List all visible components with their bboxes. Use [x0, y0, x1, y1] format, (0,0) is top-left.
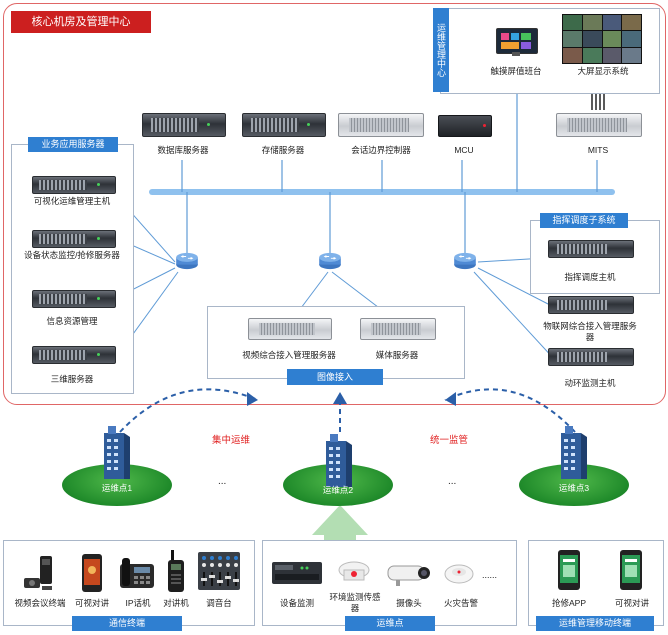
storage-server-icon — [242, 113, 326, 137]
media-server-icon — [360, 318, 436, 340]
switch-icon — [319, 252, 341, 270]
site-label: 运维点3 — [558, 483, 590, 493]
database-server-icon — [142, 113, 226, 137]
video-conference-icon — [24, 556, 52, 590]
site-device-label: 摄像头 — [396, 598, 422, 608]
env-monitor-host-icon — [548, 348, 634, 366]
building-icon — [326, 434, 352, 487]
comm-terminal-label: IP话机 — [125, 598, 151, 608]
ip-phone-icon — [120, 558, 154, 588]
video-access-server-icon — [248, 318, 332, 340]
session-controller-label: 会话边界控制器 — [351, 145, 411, 155]
site-label: 运维点2 — [322, 485, 354, 495]
touch-console-icon — [496, 28, 538, 56]
iot-server-icon — [548, 296, 634, 314]
building-icon — [104, 426, 130, 479]
comm-terminal-label: 对讲机 — [163, 598, 189, 608]
dispatch-tag: 指挥调度子系统 — [540, 213, 628, 228]
core-room-title: 核心机房及管理中心 — [11, 11, 151, 33]
mobile-terminals-tag: 运维管理移动终端 — [536, 616, 654, 631]
biz-server-icon — [32, 230, 116, 248]
env-sensor-icon — [338, 561, 370, 581]
walkie-talkie-icon — [168, 550, 184, 592]
comm-terminals-tag: 通信终端 — [72, 616, 182, 631]
biz-server-icon — [32, 176, 116, 194]
mobile-terminal-label: 可视对讲 — [614, 598, 649, 608]
ops-center-tag: 运维管理中心 — [433, 8, 449, 92]
switch-icon — [454, 252, 476, 270]
mobile-terminal-label: 抢修APP — [551, 598, 586, 608]
mcu-icon — [438, 115, 492, 137]
biz-server-label: 可视化运维管理主机 — [33, 196, 111, 206]
mits-icon — [556, 113, 642, 137]
ellipsis: ... — [218, 476, 227, 487]
comm-terminal-label: 可视对讲 — [74, 598, 109, 608]
dispatch-host-label: 指挥调度主机 — [564, 272, 616, 282]
biz-server-label: 三维服务器 — [50, 374, 94, 384]
mits-label: MITS — [587, 145, 609, 155]
centralized-ops-label: 集中运维 — [212, 435, 251, 446]
switch-icon — [176, 252, 198, 270]
biz-server-icon — [32, 346, 116, 364]
site-device-label: 火灾告警 — [443, 598, 478, 608]
biz-server-icon — [32, 290, 116, 308]
site-device-label: 环境监测传感器 — [329, 592, 381, 613]
database-server-label: 数据库服务器 — [157, 145, 209, 155]
comm-terminal-label: 调音台 — [206, 598, 232, 608]
core-room-frame — [3, 3, 666, 405]
mobile-intercom-phone-icon — [620, 550, 642, 590]
biz-servers-tag: 业务应用服务器 — [28, 137, 118, 152]
session-controller-icon — [338, 113, 424, 137]
comm-terminal-label: 视频会议终端 — [14, 598, 66, 608]
big-screen-label: 大屏显示系统 — [577, 66, 629, 76]
env-monitor-host-label: 动环监测主机 — [564, 378, 616, 388]
mobile-terminals-box — [528, 540, 664, 626]
video-access-tag: 图像接入 — [287, 369, 383, 385]
more-devices: ...... — [482, 570, 498, 580]
repair-app-phone-icon — [558, 550, 580, 590]
big-screen-icon — [562, 14, 642, 64]
mcu-label: MCU — [454, 145, 474, 155]
biz-server-label: 设备状态监控/抢修服务器 — [24, 250, 120, 260]
device-monitor-icon — [272, 562, 322, 584]
camera-icon — [387, 565, 430, 586]
video-intercom-phone-icon — [82, 554, 102, 592]
iot-server-label: 物联网综合接入管理服务器 — [543, 321, 637, 342]
site-label: 运维点1 — [101, 483, 133, 493]
media-server-label: 媒体服务器 — [375, 350, 419, 360]
storage-server-label: 存储服务器 — [261, 145, 305, 155]
site-devices-tag: 运维点 — [345, 616, 435, 631]
ellipsis: ... — [448, 476, 457, 487]
biz-server-label: 信息资源管理 — [46, 316, 98, 326]
fire-alarm-icon — [444, 564, 474, 584]
dispatch-host-icon — [548, 240, 634, 258]
touch-console-label: 触摸屏值班台 — [490, 66, 542, 76]
mixer-icon — [198, 552, 240, 590]
video-access-server-label: 视频综合接入管理服务器 — [242, 350, 336, 360]
site-device-label: 设备监测 — [279, 598, 314, 608]
building-icon — [561, 426, 587, 479]
unified-supervision-label: 统一监管 — [430, 435, 469, 446]
